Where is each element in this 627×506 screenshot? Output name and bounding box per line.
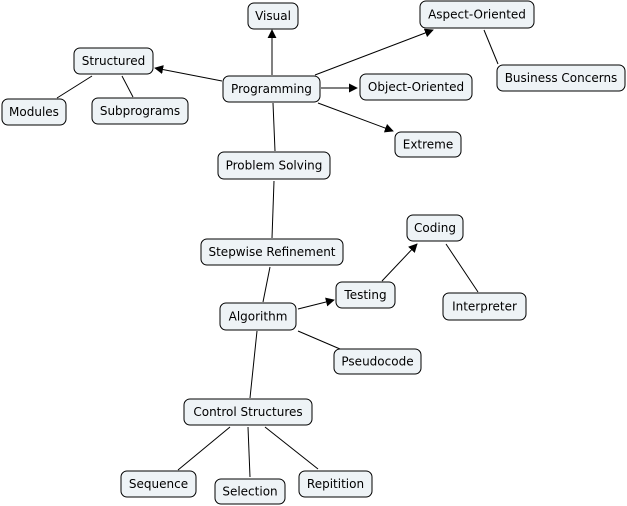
node-coding-label: Coding [414,221,456,235]
node-selection-label: Selection [222,485,277,499]
edge-programming-aspect-oriented [314,28,434,76]
node-problem-solving[interactable]: Problem Solving [217,151,331,180]
node-pseudocode-label: Pseudocode [341,355,413,369]
node-modules[interactable]: Modules [1,98,67,126]
node-testing-label: Testing [343,288,386,302]
node-repitition[interactable]: Repitition [298,470,373,498]
edge-control-structures-selection [247,426,251,478]
edge-algorithm-control-structures [249,330,258,399]
node-subprograms[interactable]: Subprograms [91,97,189,125]
edges [56,28,499,478]
edge-structured-subprograms [121,75,134,98]
node-visual[interactable]: Visual [247,2,299,30]
node-stepwise-refinement[interactable]: Stepwise Refinement [200,238,344,266]
node-object-oriented[interactable]: Object-Oriented [359,73,473,101]
edge-stepwise-refinement-algorithm [262,266,271,303]
node-testing[interactable]: Testing [335,281,396,309]
node-problem-solving-label: Problem Solving [226,159,323,173]
edge-problem-solving-stepwise-refinement [271,180,275,239]
node-modules-label: Modules [9,105,59,119]
edge-testing-coding [381,243,418,282]
edge-control-structures-sequence [177,426,231,471]
node-control-structures-label: Control Structures [193,405,302,419]
node-structured[interactable]: Structured [73,47,154,75]
node-aspect-oriented[interactable]: Aspect-Oriented [419,0,535,29]
node-programming-label: Programming [231,82,312,96]
node-pseudocode[interactable]: Pseudocode [333,348,422,375]
edge-aspect-oriented-business-concerns [483,29,499,65]
node-sequence[interactable]: Sequence [120,470,197,498]
node-business-concerns-label: Business Concerns [505,71,618,85]
node-interpreter[interactable]: Interpreter [442,292,527,321]
edge-programming-problem-solving [272,102,276,152]
edge-control-structures-repitition [264,426,319,470]
node-aspect-oriented-label: Aspect-Oriented [428,8,526,22]
node-selection[interactable]: Selection [214,478,286,505]
node-extreme-label: Extreme [403,138,454,152]
node-algorithm-label: Algorithm [229,310,288,324]
edge-programming-extreme [317,102,394,133]
node-coding[interactable]: Coding [406,214,464,242]
node-business-concerns[interactable]: Business Concerns [496,64,626,92]
node-repitition-label: Repitition [307,477,364,491]
node-stepwise-refinement-label: Stepwise Refinement [208,245,335,259]
edge-structured-modules [56,75,93,99]
edge-algorithm-testing [297,297,335,310]
node-extreme[interactable]: Extreme [394,131,462,158]
node-interpreter-label: Interpreter [452,300,517,314]
node-algorithm[interactable]: Algorithm [219,302,297,331]
node-object-oriented-label: Object-Oriented [368,80,464,94]
edge-coding-interpreter [445,243,479,293]
node-control-structures[interactable]: Control Structures [183,398,313,426]
node-structured-label: Structured [82,54,145,68]
node-visual-label: Visual [255,9,291,23]
node-subprograms-label: Subprograms [100,104,180,118]
node-sequence-label: Sequence [129,477,188,491]
edge-algorithm-pseudocode [297,330,341,350]
edge-programming-structured [154,65,223,82]
node-programming[interactable]: Programming [222,75,321,103]
